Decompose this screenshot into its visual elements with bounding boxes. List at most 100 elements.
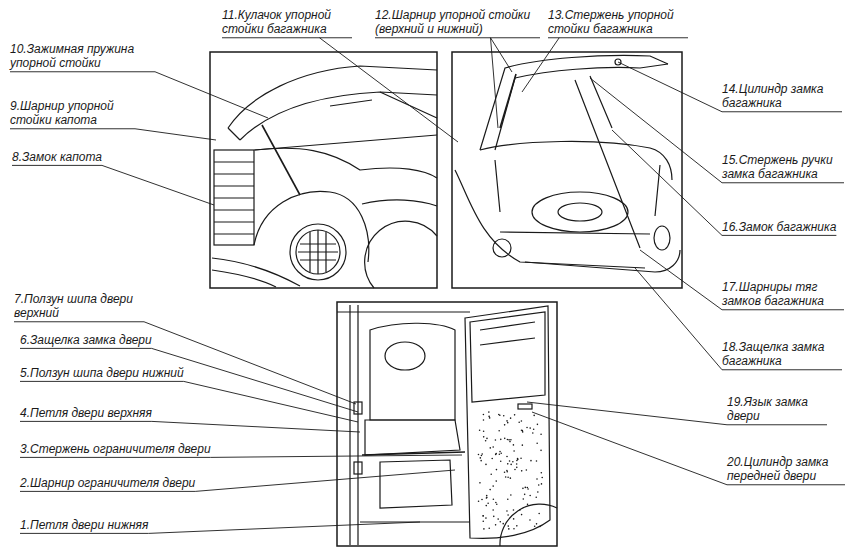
- stipple-dot: [521, 514, 523, 516]
- label-underline: [727, 424, 827, 425]
- stipple-dot: [529, 427, 531, 429]
- stipple-dot: [502, 523, 504, 525]
- stipple-dot: [538, 513, 540, 515]
- stipple-dot: [536, 478, 538, 480]
- stipple-dot: [532, 432, 534, 434]
- stipple-dot: [510, 439, 512, 441]
- door-view: [337, 302, 557, 546]
- stipple-dot: [486, 495, 488, 497]
- stipple-dot: [540, 450, 542, 452]
- stipple-dot: [498, 430, 500, 432]
- stipple-dot: [536, 460, 538, 462]
- stipple-dot: [499, 521, 501, 523]
- stipple-dot: [499, 414, 501, 416]
- label-underline: [722, 182, 844, 183]
- callout-label: 18.Защелка замка багажника: [722, 340, 842, 369]
- sketch-line: [500, 232, 650, 234]
- stipple-dot: [527, 488, 529, 490]
- stipple-dot: [513, 528, 515, 530]
- sketch-line: [362, 200, 437, 206]
- sketch-line: [380, 460, 452, 508]
- stipple-dot: [507, 498, 509, 500]
- sketch-line: [500, 74, 516, 128]
- callout-label: 13.Стержень упорной стойки багажника: [548, 8, 688, 37]
- stipple-dot: [522, 488, 524, 490]
- label-underline: [14, 321, 144, 322]
- stipple-dot: [488, 416, 490, 418]
- stipple-dot: [514, 414, 516, 416]
- stipple-dot: [541, 483, 543, 485]
- sketch-line: [558, 203, 602, 221]
- stipple-dot: [486, 497, 488, 499]
- stipple-dot: [521, 470, 523, 472]
- sketch-line: [480, 322, 535, 345]
- leader-line: [618, 62, 722, 112]
- stipple-dot: [478, 454, 480, 456]
- label-underline: [10, 71, 155, 72]
- stipple-dot: [485, 440, 487, 442]
- callout-label: 9.Шарнир упорной стойки капота: [10, 99, 135, 128]
- leader-line: [532, 412, 727, 485]
- stipple-dot: [495, 502, 497, 504]
- sketch-line: [354, 462, 362, 474]
- stipple-dot: [499, 453, 501, 455]
- stipple-dot: [529, 519, 531, 521]
- sketch-line: [212, 258, 300, 286]
- stipple-dot: [495, 453, 497, 455]
- stipple-dot: [508, 528, 510, 530]
- stipple-dot: [517, 459, 519, 461]
- leader-line: [155, 72, 268, 118]
- stipple-dot: [492, 446, 494, 448]
- label-underline: [20, 348, 152, 349]
- stipple-dot: [496, 469, 498, 471]
- stipple-dot: [504, 424, 506, 426]
- leader-line: [635, 268, 722, 370]
- stipple-dot: [527, 504, 529, 506]
- stipple-dot: [492, 509, 494, 511]
- callout-label: 4.Петля двери верхняя: [20, 406, 152, 420]
- stipple-dot: [541, 477, 543, 479]
- stipple-dot: [480, 460, 482, 462]
- callout-label: 10.Зажимная пружина упорной стойки: [10, 42, 155, 71]
- stipple-dot: [519, 509, 521, 511]
- sketch-line: [290, 224, 346, 280]
- sketch-line: [518, 404, 532, 409]
- door-stipple: [478, 411, 543, 529]
- leader-line: [640, 250, 722, 310]
- leader-line: [144, 322, 356, 404]
- stipple-dot: [524, 494, 526, 496]
- stipple-dot: [533, 428, 535, 430]
- sketch-line: [455, 170, 645, 268]
- leader-line: [195, 470, 455, 491]
- label-underline: [222, 37, 352, 38]
- stipple-dot: [513, 444, 515, 446]
- stipple-dot: [485, 517, 487, 519]
- stipple-dot: [535, 496, 537, 498]
- stipple-dot: [538, 484, 540, 486]
- sketch-line: [330, 100, 372, 106]
- leader-line: [152, 348, 358, 412]
- sketch-line: [210, 52, 437, 288]
- sketch-line: [575, 76, 640, 248]
- stipple-dot: [482, 515, 484, 517]
- stipple-dot: [500, 439, 502, 441]
- sketch-line: [214, 162, 254, 234]
- stipple-dot: [482, 520, 484, 522]
- sketch-line: [480, 56, 668, 151]
- sketch-line: [470, 312, 545, 402]
- callout-label: 2.Шарнир ограничителя двери: [20, 476, 195, 490]
- stipple-dot: [506, 470, 508, 472]
- stipple-dot: [497, 518, 499, 520]
- callout-label: 11.Кулачок упорной стойки багажника: [222, 8, 352, 37]
- sketch-line: [654, 226, 670, 250]
- stipple-dot: [513, 450, 515, 452]
- stipple-dot: [491, 458, 493, 460]
- stipple-dot: [522, 498, 524, 500]
- label-underline: [20, 457, 211, 458]
- stipple-dot: [514, 469, 516, 471]
- hood-view: [210, 52, 437, 288]
- sketch-line: [350, 305, 358, 545]
- stipple-dot: [499, 451, 501, 453]
- sketch-line: [365, 221, 437, 288]
